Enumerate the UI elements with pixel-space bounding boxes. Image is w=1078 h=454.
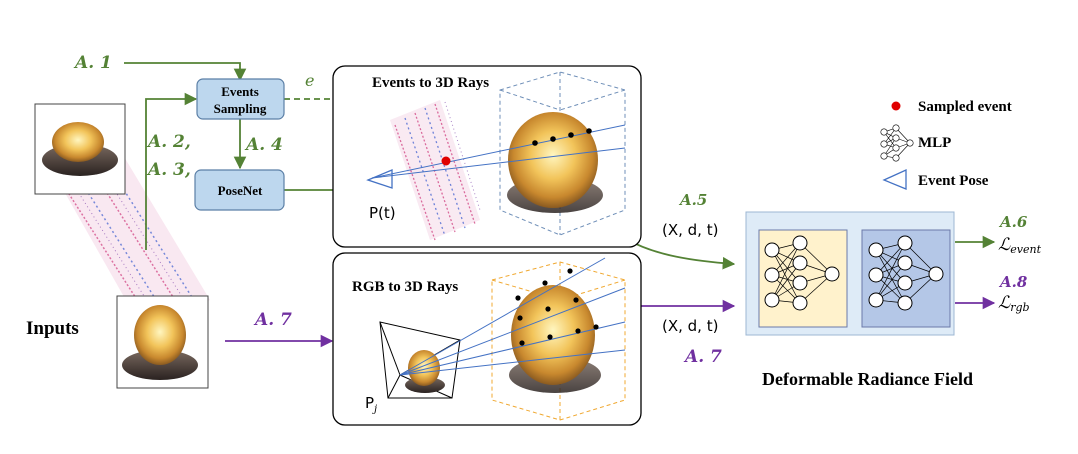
loss-event: ℒevent	[998, 235, 1042, 256]
camera-pose-icon	[882, 168, 907, 190]
step-a3: A. 3,	[146, 160, 191, 180]
mlp-icon	[880, 124, 914, 162]
event-camera-icon	[366, 169, 393, 189]
step-a1: A. 1	[73, 53, 112, 73]
mlp-2-nodes	[868, 235, 944, 311]
posenet-box: PoseNet	[194, 169, 285, 211]
red-dot-icon	[891, 101, 901, 111]
posenet-label: PoseNet	[218, 183, 263, 198]
input-frame-bottom	[116, 295, 209, 389]
step-a7-right: A. 7	[683, 347, 722, 367]
field-caption: Deformable Radiance Field	[762, 369, 973, 389]
deformable-radiance-field: Deformable Radiance Field	[745, 211, 973, 389]
e-label: e	[305, 71, 314, 90]
events-sampling-line2: Sampling	[214, 101, 267, 116]
rgb-ray-samples	[515, 268, 599, 346]
legend-sampled-event: Sampled event	[918, 99, 1012, 115]
step-a4: A. 4	[244, 135, 283, 155]
rgb-frame-fire	[405, 350, 445, 393]
events-to-rays-title: Events to 3D Rays	[372, 75, 489, 91]
inputs-label: Inputs	[26, 318, 79, 339]
panel-fire-object	[507, 112, 603, 213]
legend-event-pose: Event Pose	[918, 173, 989, 189]
rgb-to-rays-panel: RGB to 3D Rays	[332, 252, 642, 426]
p-t-label: P(t)	[369, 204, 396, 222]
panel-event-stream	[390, 100, 481, 241]
step-a8: A.8	[998, 273, 1028, 291]
rgb-rays	[399, 257, 626, 376]
xdt-bottom-label: (X, d, t)	[662, 317, 718, 335]
xdt-top-label: (X, d, t)	[662, 221, 718, 239]
step-a2: A. 2,	[146, 132, 191, 152]
mlp-1-nodes	[764, 235, 840, 311]
p-j-label: Pj	[365, 394, 377, 415]
events-sampling-box: Events Sampling	[196, 78, 285, 120]
event-rays	[371, 124, 626, 179]
step-a6: A.6	[998, 213, 1028, 231]
legend: Sampled event MLP Event Pose	[880, 99, 1012, 190]
step-a5: A.5	[678, 191, 707, 209]
loss-rgb: ℒrgb	[998, 293, 1030, 314]
legend-mlp: MLP	[918, 135, 951, 151]
step-a7-left: A. 7	[253, 310, 292, 330]
events-sampling-line1: Events	[221, 84, 259, 99]
rgb-to-rays-title: RGB to 3D Rays	[352, 279, 458, 295]
event-ray-samples	[532, 128, 592, 146]
sampled-event-dot	[441, 156, 451, 166]
rgb-fire-object	[509, 285, 601, 393]
input-frame-top	[34, 103, 126, 195]
events-to-rays-panel: Events to 3D Rays	[332, 65, 642, 248]
